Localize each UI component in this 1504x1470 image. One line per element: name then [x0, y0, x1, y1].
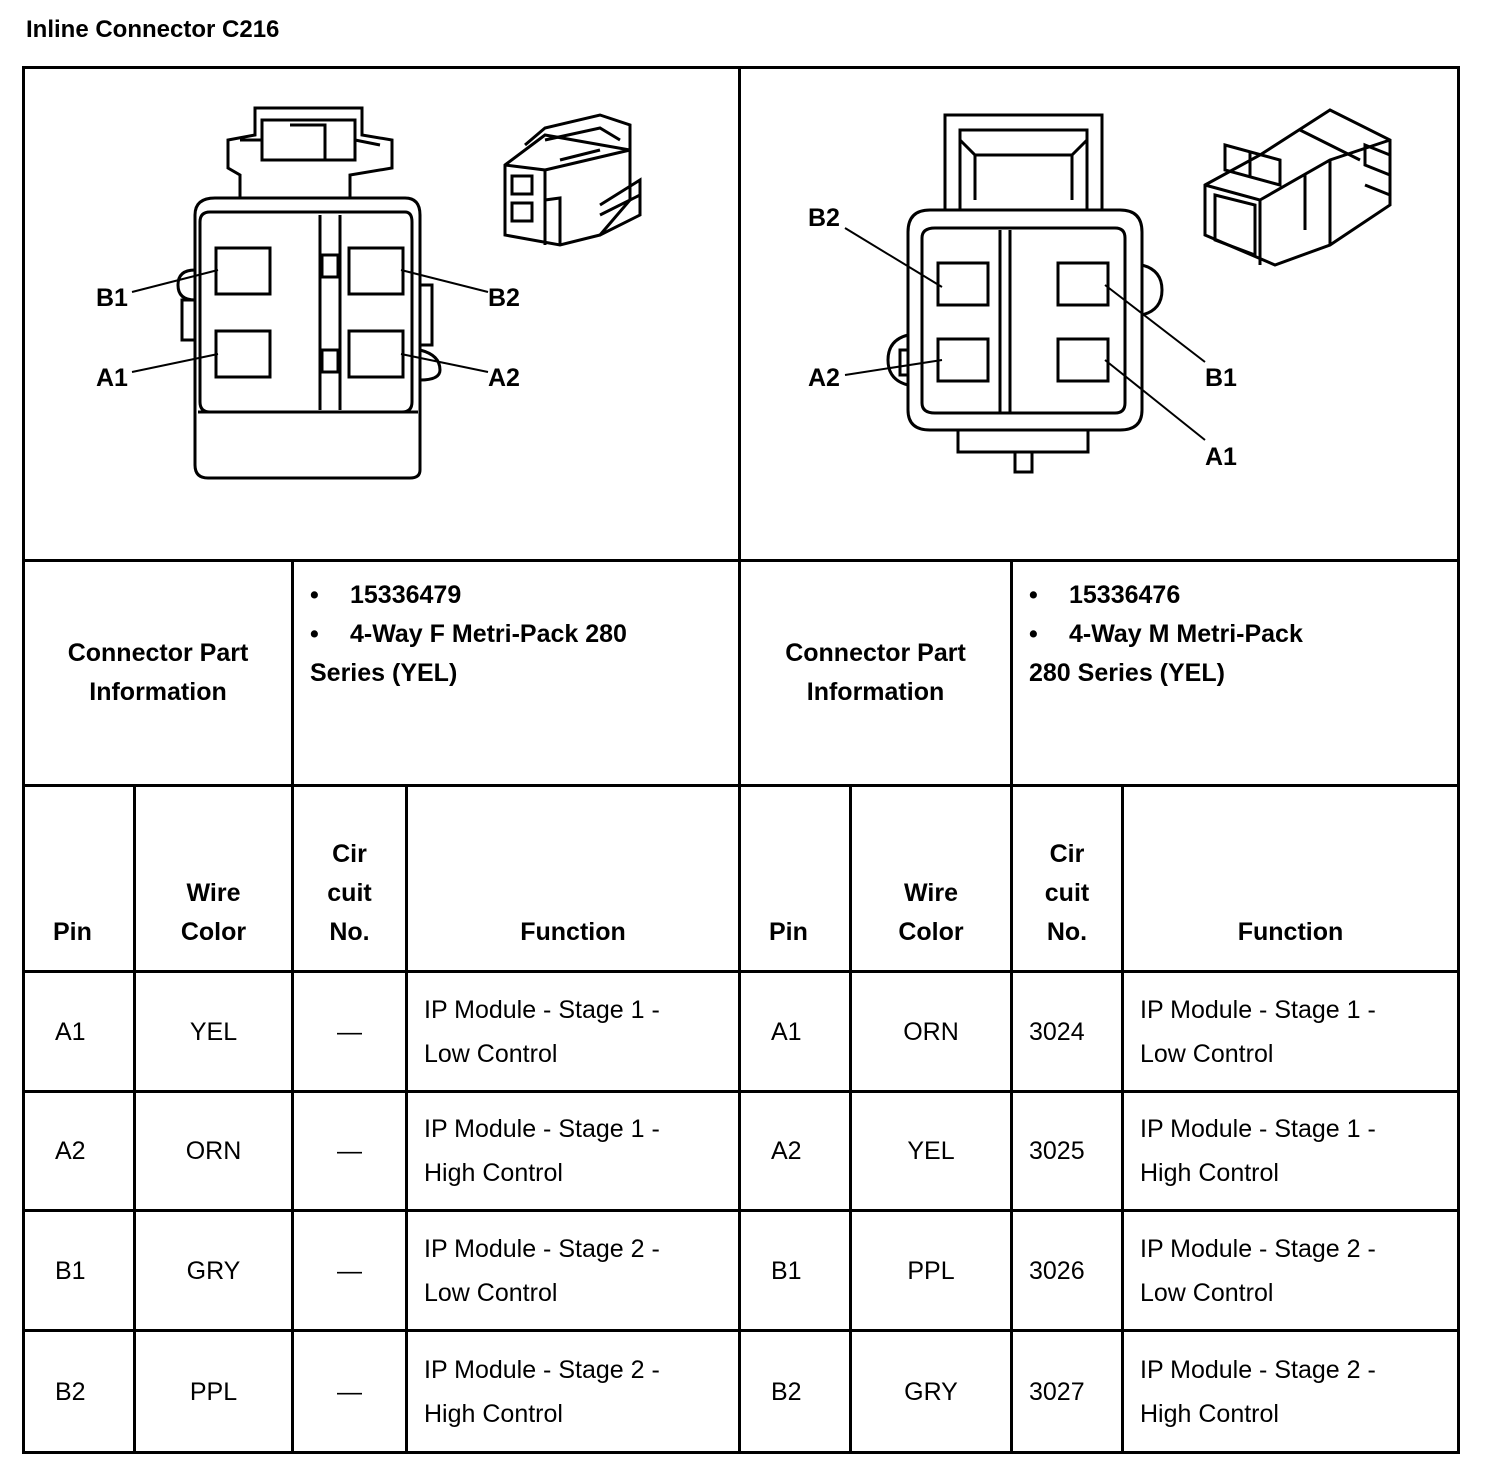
right-header-wire-color: Wire Color	[898, 879, 964, 946]
pin-label-b1: B1	[1205, 364, 1237, 392]
right-row3-pin: B1	[771, 1256, 802, 1285]
right-row4-function: IP Module - Stage 2 - High Control	[1140, 1355, 1376, 1428]
pin-label-a1: A1	[1205, 443, 1237, 471]
left-part-description-line1: 4-Way F Metri-Pack 280	[310, 615, 738, 654]
col-line-l3	[405, 784, 408, 1454]
left-row4-pin: B2	[55, 1377, 86, 1406]
left-row1-wire-color: YEL	[189, 1017, 238, 1046]
page-title: Inline Connector C216	[26, 16, 280, 43]
left-row1-function: IP Module - Stage 1 - Low Control	[424, 995, 660, 1068]
row-divider-2	[22, 1209, 1460, 1212]
right-header-pin: Pin	[769, 918, 808, 946]
pin-label-a2: A2	[488, 364, 520, 392]
left-row4-function: IP Module - Stage 2 - High Control	[424, 1355, 660, 1428]
left-row2-function: IP Module - Stage 1 - High Control	[424, 1115, 660, 1187]
right-row1-function: IP Module - Stage 1 - Low Control	[1140, 995, 1376, 1068]
header-divider	[22, 970, 1460, 973]
col-line-r1	[849, 784, 852, 1454]
left-row3-function: IP Module - Stage 2 - Low Control	[424, 1234, 660, 1307]
right-row2-wire-color: YEL	[907, 1137, 955, 1165]
right-row2-pin: A2	[771, 1137, 802, 1165]
row-divider-3	[22, 1329, 1460, 1332]
pin-label-b2: B2	[808, 204, 840, 232]
right-row2-function: IP Module - Stage 1 - High Control	[1140, 1115, 1376, 1187]
row-divider-1	[22, 1090, 1460, 1093]
col-line-r3	[1121, 784, 1124, 1454]
left-header-wire-color: Wire Color	[180, 879, 247, 946]
left-header-pin: Pin	[53, 918, 92, 946]
left-header-function: Function	[520, 918, 626, 946]
right-row4-circuit: 3027	[1029, 1377, 1085, 1406]
right-part-info: 15336476 4-Way M Metri-Pack 280 Series (…	[1013, 562, 1457, 784]
left-row1-circuit: —	[337, 1017, 362, 1046]
left-part-description: 4-Way F Metri-Pack 280 Series (YEL)	[0, 0, 1, 1]
partinfo-divider	[22, 784, 1460, 787]
left-row3-wire-color: GRY	[186, 1256, 241, 1285]
right-part-description-line1: 4-Way M Metri-Pack	[1029, 615, 1457, 654]
right-part-description-line2: 280 Series (YEL)	[1029, 659, 1225, 687]
left-row3-pin: B1	[55, 1256, 86, 1285]
center-divider	[738, 66, 741, 1454]
left-row4-circuit: —	[337, 1377, 362, 1406]
right-row1-circuit: 3024	[1029, 1017, 1085, 1046]
left-row2-wire-color: ORN	[185, 1137, 242, 1165]
left-row4-wire-color: PPL	[189, 1377, 238, 1406]
col-line-r2	[1010, 784, 1013, 1454]
left-row1-pin: A1	[55, 1017, 86, 1046]
left-part-number: 15336479	[310, 576, 738, 615]
pin-label-a2: A2	[808, 364, 840, 392]
left-row2-circuit: —	[337, 1137, 362, 1165]
diagram-divider	[22, 559, 1460, 562]
right-row1-pin: A1	[771, 1017, 802, 1046]
right-row3-wire-color: PPL	[907, 1256, 955, 1285]
right-row2-circuit: 3025	[1029, 1137, 1085, 1165]
right-header-function: Function	[1237, 918, 1344, 946]
pin-label-b1: B1	[96, 284, 128, 312]
female-connector-diagram: B1 A1 B2 A2	[96, 106, 642, 480]
right-part-description: 4-Way M Metri-Pack 280 Series (YEL)	[0, 0, 1, 1]
right-row4-pin: B2	[771, 1377, 802, 1406]
right-part-info-label: Connector Part Information	[785, 639, 966, 706]
connector-table	[22, 66, 1460, 1454]
left-part-info: 15336479 4-Way F Metri-Pack 280 Series (…	[294, 562, 738, 784]
right-part-number: 15336476	[1029, 576, 1457, 615]
left-row3-circuit: —	[337, 1256, 362, 1285]
right-row4-wire-color: GRY	[904, 1377, 958, 1406]
pin-label-a1: A1	[96, 364, 128, 392]
partinfo-col-left	[291, 559, 294, 787]
right-row3-circuit: 3026	[1029, 1256, 1085, 1285]
col-line-l2	[291, 784, 294, 1454]
male-connector-diagram: B2 A2 B1 A1	[808, 108, 1392, 474]
right-row3-function: IP Module - Stage 2 - Low Control	[1140, 1234, 1376, 1307]
pin-label-b2: B2	[488, 284, 520, 312]
col-line-l1	[133, 784, 136, 1454]
right-row1-wire-color: ORN	[903, 1017, 959, 1046]
partinfo-col-right	[1010, 559, 1013, 787]
left-part-description-line2: Series (YEL)	[310, 659, 458, 687]
left-header-circuit: Cir cuit No.	[327, 840, 372, 946]
left-row2-pin: A2	[55, 1137, 86, 1165]
right-header-circuit: Cir cuit No.	[1044, 840, 1090, 946]
left-part-info-label: Connector Part Information	[67, 639, 249, 706]
